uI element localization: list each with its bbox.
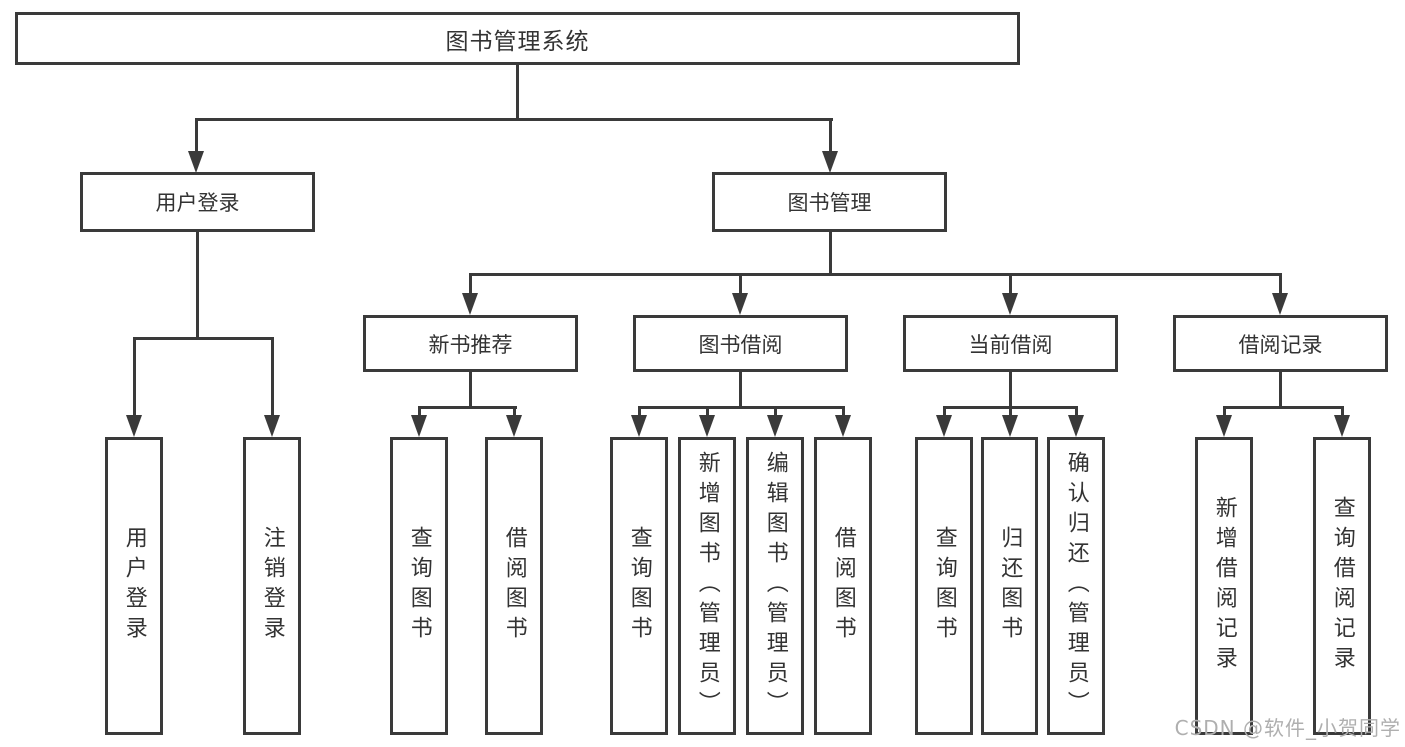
- node-label: 借阅记录: [1238, 332, 1323, 357]
- arrow-down-icon: [411, 415, 427, 437]
- node-label: 用户登录: [155, 191, 240, 215]
- arrow-down-icon: [1334, 415, 1350, 437]
- node-user-login: 用户登录: [80, 172, 315, 232]
- leaf-user-login: 用户登录: [105, 437, 163, 735]
- connector-line: [513, 406, 516, 417]
- connector-line: [739, 372, 742, 409]
- leaf-confirm-return-admin: 确认归还（管理员）: [1047, 437, 1105, 735]
- node-label: 借阅图书: [501, 526, 527, 646]
- connector-line: [195, 118, 198, 153]
- connector-line: [1223, 406, 1344, 409]
- arrow-down-icon: [767, 415, 783, 437]
- node-label: 确认归还（管理员）: [1063, 451, 1089, 721]
- connector-line: [774, 406, 777, 417]
- node-library-management-system: 图书管理系统: [15, 12, 1020, 65]
- arrow-down-icon: [732, 293, 748, 315]
- leaf-return-books: 归还图书: [981, 437, 1038, 735]
- node-current-borrowing: 当前借阅: [903, 315, 1118, 372]
- node-label: 注销登录: [259, 526, 285, 646]
- connector-line: [271, 337, 274, 415]
- leaf-edit-books-admin: 编辑图书（管理员）: [746, 437, 804, 735]
- connector-line: [1341, 406, 1344, 417]
- node-book-management: 图书管理: [712, 172, 947, 232]
- connector-line: [1279, 273, 1282, 295]
- leaf-query-books-recommend: 查询图书: [390, 437, 448, 735]
- connector-line: [133, 337, 136, 415]
- connector-line: [706, 406, 709, 417]
- node-label: 新增借阅记录: [1211, 496, 1237, 676]
- arrow-down-icon: [264, 415, 280, 437]
- node-label: 用户登录: [121, 526, 147, 646]
- leaf-query-books-borrowing: 查询图书: [610, 437, 668, 735]
- connector-line: [195, 118, 833, 121]
- arrow-down-icon: [1272, 293, 1288, 315]
- leaf-add-books-admin: 新增图书（管理员）: [678, 437, 736, 735]
- arrow-down-icon: [822, 151, 838, 173]
- connector-line: [638, 406, 845, 409]
- leaf-add-borrow-record: 新增借阅记录: [1195, 437, 1253, 735]
- connector-line: [829, 232, 832, 275]
- connector-line: [943, 406, 946, 417]
- node-label: 查询图书: [626, 526, 652, 646]
- connector-line: [1009, 273, 1012, 295]
- node-label: 借阅图书: [830, 526, 856, 646]
- node-label: 查询图书: [406, 526, 432, 646]
- connector-line: [842, 406, 845, 417]
- arrow-down-icon: [462, 293, 478, 315]
- connector-line: [1075, 406, 1078, 417]
- connector-line: [469, 273, 472, 295]
- node-label: 图书管理系统: [445, 28, 590, 55]
- leaf-query-borrow-record: 查询借阅记录: [1313, 437, 1371, 735]
- arrow-down-icon: [1216, 415, 1232, 437]
- arrow-down-icon: [631, 415, 647, 437]
- connector-line: [1223, 406, 1226, 417]
- node-label: 图书管理: [787, 191, 872, 215]
- arrow-down-icon: [835, 415, 851, 437]
- node-book-borrowing: 图书借阅: [633, 315, 848, 372]
- node-new-book-recommendation: 新书推荐: [363, 315, 578, 372]
- connector-line: [638, 406, 641, 417]
- connector-line: [1009, 372, 1012, 409]
- arrow-down-icon: [506, 415, 522, 437]
- node-label: 新书推荐: [428, 332, 513, 357]
- connector-line: [739, 273, 742, 295]
- node-label: 图书借阅: [698, 332, 783, 357]
- node-label: 新增图书（管理员）: [694, 451, 720, 721]
- connector-line: [1279, 372, 1282, 409]
- leaf-query-books-current: 查询图书: [915, 437, 973, 735]
- arrow-down-icon: [1002, 415, 1018, 437]
- connector-line: [196, 232, 199, 337]
- connector-line: [418, 406, 517, 409]
- arrow-down-icon: [1068, 415, 1084, 437]
- connector-line: [133, 337, 273, 340]
- node-borrowing-records: 借阅记录: [1173, 315, 1388, 372]
- arrow-down-icon: [936, 415, 952, 437]
- connector-line: [1009, 406, 1012, 417]
- connector-line: [418, 406, 421, 417]
- node-label: 查询借阅记录: [1329, 496, 1355, 676]
- node-label: 归还图书: [997, 526, 1023, 646]
- arrow-down-icon: [126, 415, 142, 437]
- connector-line: [829, 118, 832, 153]
- node-label: 查询图书: [931, 526, 957, 646]
- connector-line: [516, 65, 519, 121]
- connector-line: [469, 372, 472, 409]
- arrow-down-icon: [699, 415, 715, 437]
- node-label: 当前借阅: [968, 332, 1053, 357]
- leaf-borrow-books-recommend: 借阅图书: [485, 437, 543, 735]
- csdn-watermark: CSDN @软件_小贺同学: [1174, 716, 1401, 740]
- arrow-down-icon: [1002, 293, 1018, 315]
- connector-line: [469, 273, 1282, 276]
- arrow-down-icon: [188, 151, 204, 173]
- leaf-logout: 注销登录: [243, 437, 301, 735]
- leaf-borrow-books: 借阅图书: [814, 437, 872, 735]
- node-label: 编辑图书（管理员）: [762, 451, 788, 721]
